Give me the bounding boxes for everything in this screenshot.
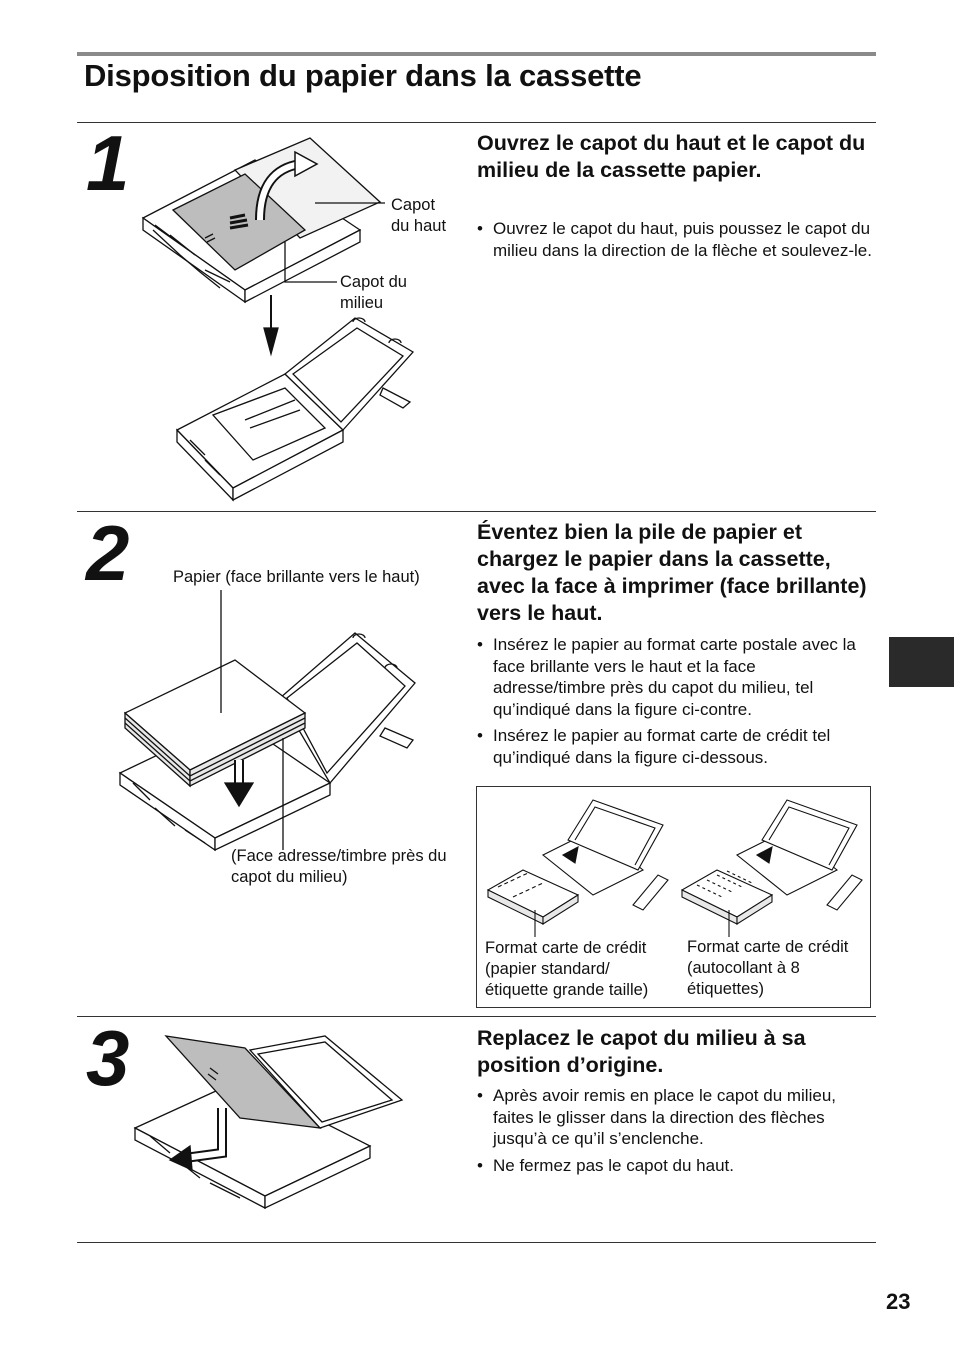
bullet-item: Insérez le papier au format carte postal…	[477, 634, 872, 720]
page-bottom-rule	[77, 1242, 876, 1243]
page-number: 23	[886, 1289, 911, 1314]
load-postcard-paper-illustration	[118, 590, 416, 852]
step-heading: Éventez bien la pile de papier et charge…	[477, 520, 867, 625]
credit-card-sticker-illustration	[680, 799, 863, 937]
step-heading: Ouvrez le capot du haut et le capot du m…	[477, 131, 866, 182]
credit-card-standard-label: Format carte de crédit (papier standard/…	[485, 939, 649, 999]
title-bar-rule	[77, 52, 876, 56]
credit-card-format-figure: Format carte de crédit (papier standard/…	[476, 786, 871, 1008]
replace-middle-cover-illustration	[133, 1035, 404, 1210]
bullet-item: Ouvrez le capot du haut, puis poussez le…	[477, 218, 872, 261]
step-heading: Replacez le capot du milieu à sa positio…	[477, 1026, 806, 1077]
step-divider	[77, 1016, 876, 1017]
paper-label: Papier (face brillante vers le haut)	[173, 568, 420, 586]
step-number: 3	[86, 1014, 130, 1102]
top-cover-label: Capot du haut	[391, 196, 447, 235]
credit-card-standard-illustration	[486, 799, 669, 937]
step-divider	[77, 511, 876, 512]
page-title: Disposition du papier dans la cassette	[84, 58, 642, 93]
cassette-open-covers-illustration	[141, 137, 415, 502]
step-number: 2	[86, 509, 130, 597]
step-bullet-list: Après avoir remis en place le capot du m…	[477, 1085, 872, 1181]
chapter-side-tab	[889, 637, 954, 687]
credit-card-sticker-label: Format carte de crédit (autocollant à 8 …	[687, 938, 849, 998]
bullet-item: Insérez le papier au format carte de cré…	[477, 725, 872, 768]
step-bullet-list: Ouvrez le capot du haut, puis poussez le…	[477, 218, 872, 266]
bullet-item: Après avoir remis en place le capot du m…	[477, 1085, 872, 1150]
address-side-label: (Face adresse/timbre près du capot du mi…	[231, 847, 447, 886]
step-divider	[77, 122, 876, 123]
step-bullet-list: Insérez le papier au format carte postal…	[477, 634, 872, 773]
middle-cover-label: Capot du milieu	[340, 273, 407, 312]
step-number: 1	[86, 119, 130, 207]
bullet-item: Ne fermez pas le capot du haut.	[477, 1155, 872, 1177]
